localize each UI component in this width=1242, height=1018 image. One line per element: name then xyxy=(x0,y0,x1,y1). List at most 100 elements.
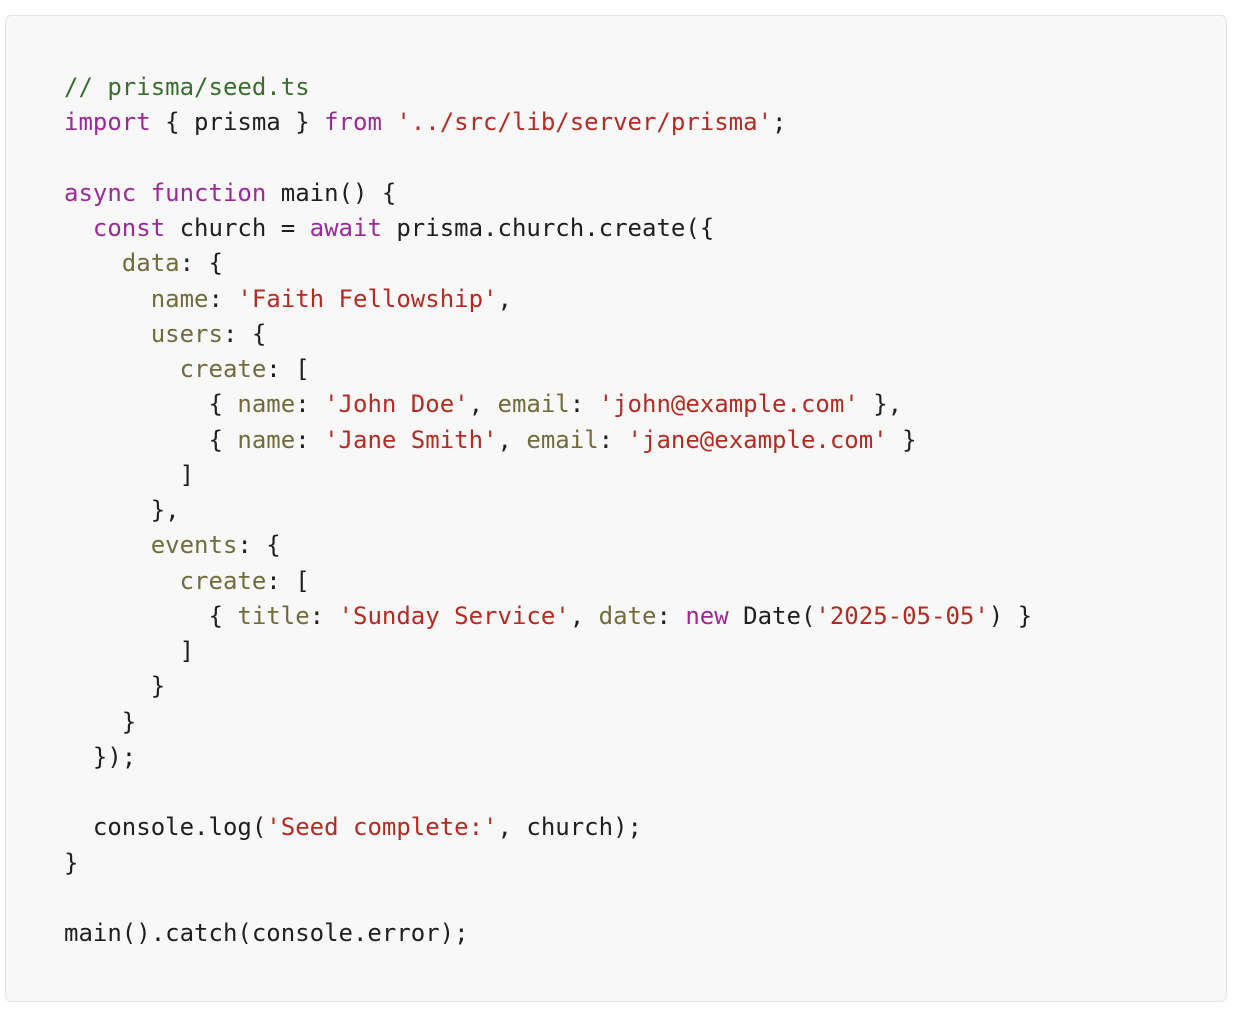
code-line xyxy=(64,881,1032,916)
code-text xyxy=(64,249,122,277)
code-property: create xyxy=(179,355,267,383)
code-property: email xyxy=(526,425,599,454)
code-text: : { xyxy=(222,319,267,348)
code-text xyxy=(136,179,150,207)
code-text: : xyxy=(295,390,325,419)
code-line: } xyxy=(64,669,1032,704)
code-line: create: [ xyxy=(64,564,1032,599)
code-text: } xyxy=(64,848,79,877)
code-text xyxy=(64,214,93,242)
code-text: : xyxy=(569,390,599,419)
code-text: : [ xyxy=(266,355,310,383)
code-property: name xyxy=(150,284,209,313)
code-text: : xyxy=(656,601,686,630)
code-line: console.log('Seed complete:', church); xyxy=(64,810,1032,845)
code-line xyxy=(64,775,1032,810)
code-string: 'Seed complete:' xyxy=(266,813,498,842)
code-comment: // prisma/seed.ts xyxy=(64,73,310,101)
code-text: : xyxy=(309,601,339,630)
code-text: ) } xyxy=(988,601,1033,630)
code-property: name xyxy=(237,425,296,454)
code-string: 'jane@example.com' xyxy=(627,425,888,454)
code-line: } xyxy=(64,846,1032,881)
code-property: data xyxy=(121,249,180,278)
code-text: Date( xyxy=(728,601,816,630)
code-line: const church = await prisma.church.creat… xyxy=(64,211,1032,246)
code-property: name xyxy=(237,390,296,419)
code-text: : xyxy=(598,425,628,454)
code-text: { xyxy=(64,390,238,419)
code-line: { name: 'John Doe', email: 'john@example… xyxy=(64,387,1032,422)
code-line: } xyxy=(64,705,1032,740)
code-text: }); xyxy=(64,742,137,771)
code-string: 'Jane Smith' xyxy=(324,425,498,454)
code-text xyxy=(64,567,180,595)
code-text xyxy=(64,355,180,383)
code-text: }, xyxy=(64,496,180,524)
code-block: // prisma/seed.ts import { prisma } from … xyxy=(5,15,1227,1002)
code-string: '../src/lib/server/prisma' xyxy=(396,108,773,137)
code-text: { prisma } xyxy=(150,108,325,137)
code-keyword: await xyxy=(309,214,382,242)
code-text: main() { xyxy=(266,178,397,207)
code-text: } xyxy=(64,707,137,736)
code-line: { title: 'Sunday Service', date: new Dat… xyxy=(64,599,1032,634)
code-string: 'john@example.com' xyxy=(598,390,859,419)
code-line: main().catch(console.error); xyxy=(64,916,1032,951)
code-string: 'John Doe' xyxy=(324,390,469,419)
code-keyword: import xyxy=(64,108,151,137)
code-text: prisma.church.create({ xyxy=(381,214,715,242)
code-line: create: [ xyxy=(64,352,1032,387)
code-text: , church); xyxy=(497,813,642,842)
code-line: name: 'Faith Fellowship', xyxy=(64,282,1032,317)
code-text: : xyxy=(295,425,325,454)
code-text: console.log( xyxy=(64,813,267,842)
code-text: : xyxy=(208,284,238,313)
code-line: import { prisma } from '../src/lib/serve… xyxy=(64,105,1032,140)
code-string: 'Faith Fellowship' xyxy=(237,284,498,313)
code-text: } xyxy=(64,672,166,701)
code-text: , xyxy=(497,284,512,313)
code-text: main().catch(console.error); xyxy=(64,919,469,947)
code-text: , xyxy=(468,390,498,419)
code-text: ] xyxy=(64,460,195,489)
code-text: ; xyxy=(772,108,787,137)
code-property: create xyxy=(179,566,267,595)
code-text xyxy=(64,285,151,313)
code-line xyxy=(64,141,1032,176)
code-text: , xyxy=(569,601,599,630)
code-string: '2025-05-05' xyxy=(815,601,989,630)
code-property: users xyxy=(150,319,223,348)
code-line: { name: 'Jane Smith', email: 'jane@examp… xyxy=(64,423,1032,458)
code-line: }, xyxy=(64,493,1032,528)
code-line: events: { xyxy=(64,528,1032,563)
code-line: data: { xyxy=(64,246,1032,281)
code-keyword: async xyxy=(64,178,137,207)
code-text: }, xyxy=(858,390,903,419)
code-keyword: function xyxy=(150,178,267,207)
code-keyword: const xyxy=(92,214,166,242)
code-text: { xyxy=(64,425,238,454)
code-property: email xyxy=(497,390,570,419)
code-text xyxy=(64,320,151,348)
code-property: events xyxy=(150,531,238,560)
code-line: ] xyxy=(64,458,1032,493)
code-line: async function main() { xyxy=(64,176,1032,211)
code-line: users: { xyxy=(64,317,1032,352)
code-content: // prisma/seed.ts import { prisma } from … xyxy=(64,70,1032,951)
code-text: : { xyxy=(179,249,223,278)
code-keyword: from xyxy=(324,108,382,137)
code-text: church = xyxy=(165,214,310,242)
code-string: 'Sunday Service' xyxy=(338,601,570,630)
code-text xyxy=(382,108,396,136)
code-line: // prisma/seed.ts xyxy=(64,70,1032,105)
code-line: ] xyxy=(64,634,1032,669)
code-text: ] xyxy=(64,637,195,665)
code-property: date xyxy=(598,601,657,630)
code-text: : { xyxy=(237,531,281,560)
code-text: } xyxy=(887,425,917,454)
code-text xyxy=(64,531,151,559)
code-line: }); xyxy=(64,740,1032,775)
code-text: { xyxy=(64,601,238,630)
code-text: , xyxy=(497,425,527,454)
